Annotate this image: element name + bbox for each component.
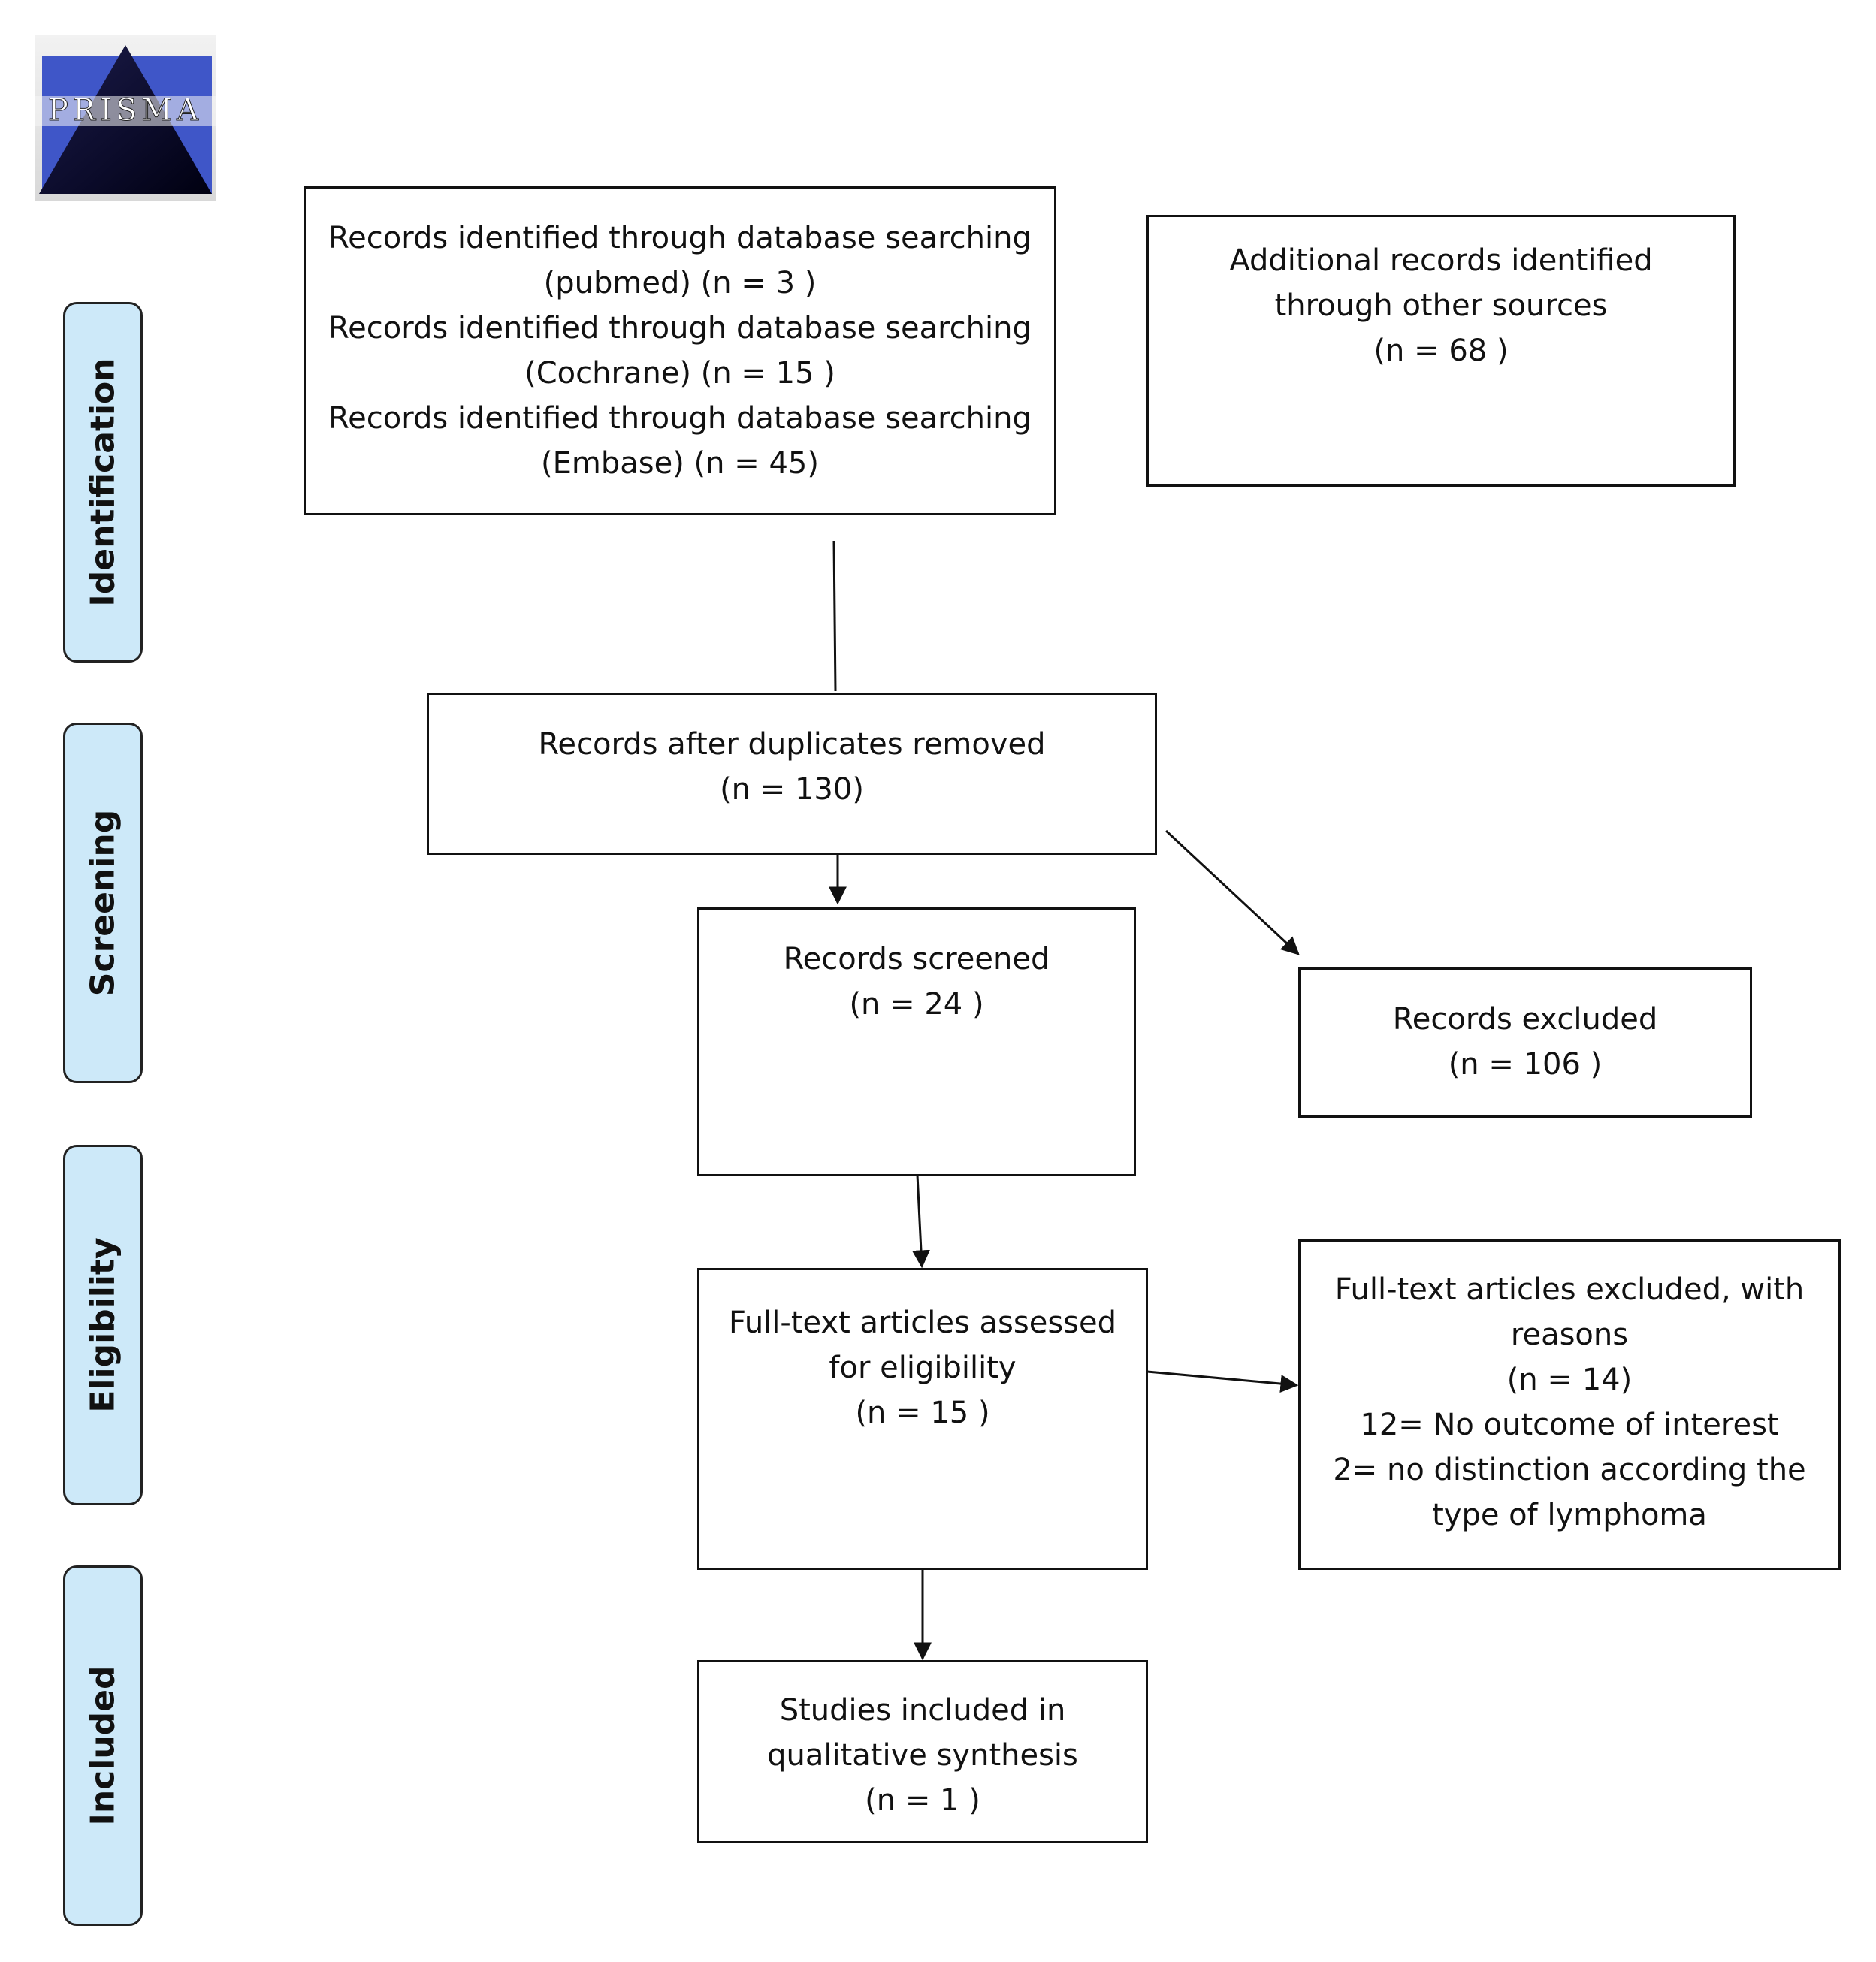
box-line: 2= no distinction according the bbox=[1333, 1453, 1806, 1487]
other-sources-box: Additional records identified through ot… bbox=[1146, 215, 1736, 487]
phase-eligibility: Eligibility bbox=[63, 1145, 143, 1505]
box-line: (n = 1 ) bbox=[865, 1783, 980, 1818]
box-line: through other sources bbox=[1274, 288, 1608, 323]
box-line: type of lymphoma bbox=[1432, 1498, 1707, 1532]
arrow-fulltext-to-excluded bbox=[1146, 1370, 1299, 1393]
prisma-logo: PRISMA bbox=[35, 35, 216, 201]
phase-identification: Identification bbox=[63, 302, 143, 663]
arrow-duplicates-to-excluded bbox=[1165, 829, 1300, 955]
box-line: 12= No outcome of interest bbox=[1360, 1408, 1779, 1442]
box-line: (pubmed) (n = 3 ) bbox=[543, 266, 817, 300]
box-line: Records after duplicates removed bbox=[538, 727, 1046, 762]
box-line: (n = 24 ) bbox=[849, 987, 984, 1022]
database-search-box: Records identified through database sear… bbox=[304, 186, 1056, 515]
fulltext-excluded-box: Full-text articles excluded, with reason… bbox=[1298, 1239, 1841, 1570]
box-line: (Embase) (n = 45) bbox=[541, 446, 819, 481]
duplicates-removed-box: Records after duplicates removed (n = 13… bbox=[427, 693, 1157, 855]
box-line: Additional records identified bbox=[1229, 243, 1653, 278]
arrow-screened-to-fulltext bbox=[911, 1174, 930, 1269]
box-line: Records identified through database sear… bbox=[328, 221, 1032, 255]
box-line: for eligibility bbox=[829, 1351, 1017, 1385]
box-line: Full-text articles assessed bbox=[729, 1305, 1116, 1340]
box-line: Full-text articles excluded, with bbox=[1334, 1272, 1805, 1307]
box-line: (n = 106 ) bbox=[1448, 1047, 1603, 1082]
box-line: (Cochrane) (n = 15 ) bbox=[524, 356, 835, 391]
box-line: (n = 130) bbox=[720, 772, 864, 807]
box-line: Records screened bbox=[783, 942, 1050, 976]
prisma-logo-text: PRISMA bbox=[48, 93, 203, 128]
phase-included: Included bbox=[63, 1565, 143, 1926]
box-line: reasons bbox=[1510, 1318, 1629, 1352]
box-line: (n = 14) bbox=[1506, 1363, 1633, 1397]
box-line: Records identified through database sear… bbox=[328, 311, 1032, 346]
box-line: Studies included in bbox=[779, 1693, 1066, 1728]
box-line: Records identified through database sear… bbox=[328, 401, 1032, 436]
box-line: Records excluded bbox=[1392, 1002, 1658, 1037]
box-line: (n = 15 ) bbox=[855, 1396, 990, 1430]
box-line: (n = 68 ) bbox=[1373, 334, 1509, 368]
records-screened-box: Records screened (n = 24 ) bbox=[697, 907, 1136, 1176]
phase-screening: Screening bbox=[63, 723, 143, 1083]
records-excluded-box: Records excluded (n = 106 ) bbox=[1298, 967, 1752, 1118]
connector-search-to-duplicates bbox=[832, 540, 837, 692]
box-line: qualitative synthesis bbox=[767, 1738, 1078, 1773]
studies-included-box: Studies included in qualitative synthesi… bbox=[697, 1660, 1148, 1843]
fulltext-assessed-box: Full-text articles assessed for eligibil… bbox=[697, 1268, 1148, 1570]
